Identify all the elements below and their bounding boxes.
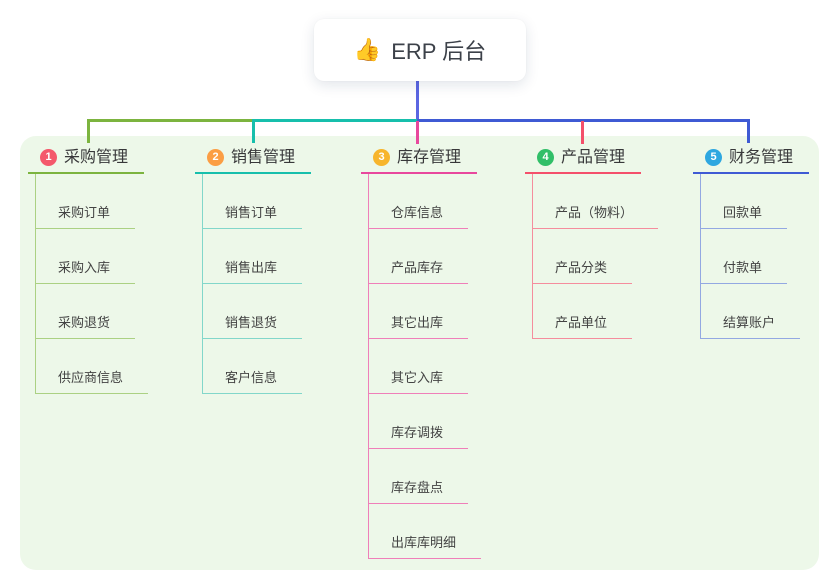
node-item[interactable]: 结算账户 [701, 312, 801, 339]
branch-sales: 2 销售管理 销售订单 销售出库 销售退货 客户信息 [195, 146, 312, 394]
branch-children: 销售订单 销售出库 销售退货 客户信息 [202, 174, 311, 394]
branch-number-badge: 4 [537, 149, 554, 166]
branch-inventory: 3 库存管理 仓库信息 产品库存 其它出库 其它入库 库存调拨 库存盘点 出库库… [361, 146, 482, 559]
node-item[interactable]: 产品分类 [533, 257, 633, 284]
connector-drop-product [581, 121, 584, 144]
root-stem-connector [416, 80, 419, 120]
connector-drop-purchase [87, 119, 90, 143]
branch-title: 财务管理 [729, 149, 794, 166]
node-item[interactable]: 销售退货 [203, 312, 303, 339]
node-item[interactable]: 仓库信息 [369, 202, 469, 229]
node-item[interactable]: 产品（物料） [533, 202, 659, 229]
node-item[interactable]: 其它出库 [369, 312, 469, 339]
node-item[interactable]: 库存盘点 [369, 477, 469, 504]
connector-drop-sales [252, 119, 255, 143]
branch-children: 仓库信息 产品库存 其它出库 其它入库 库存调拨 库存盘点 出库库明细 [368, 174, 482, 559]
connector-drop-inventory [416, 121, 419, 144]
node-item[interactable]: 库存调拨 [369, 422, 469, 449]
node-item[interactable]: 产品单位 [533, 312, 633, 339]
connector-drop-finance [747, 119, 750, 143]
node-item[interactable]: 采购订单 [36, 202, 136, 229]
branch-title: 销售管理 [231, 149, 296, 166]
connector-rail-purchase [87, 119, 254, 122]
node-item[interactable]: 客户信息 [203, 367, 303, 394]
node-item[interactable]: 供应商信息 [36, 367, 149, 394]
branch-finance: 5 财务管理 回款单 付款单 结算账户 [693, 146, 810, 339]
node-item[interactable]: 回款单 [701, 202, 788, 229]
branch-title: 采购管理 [64, 149, 129, 166]
branch-children: 产品（物料） 产品分类 产品单位 [532, 174, 659, 339]
connector-rail-sales [252, 119, 419, 122]
branch-number-badge: 5 [705, 149, 722, 166]
branch-title: 产品管理 [561, 149, 626, 166]
branch-header-sales[interactable]: 2 销售管理 [195, 146, 312, 174]
node-item[interactable]: 产品库存 [369, 257, 469, 284]
branch-title: 库存管理 [397, 149, 462, 166]
node-item[interactable]: 出库库明细 [369, 532, 482, 559]
branch-children: 采购订单 采购入库 采购退货 供应商信息 [35, 174, 149, 394]
branch-number-badge: 3 [373, 149, 390, 166]
root-node[interactable]: 👍 ERP 后台 [314, 19, 526, 81]
node-item[interactable]: 其它入库 [369, 367, 469, 394]
node-item[interactable]: 付款单 [701, 257, 788, 284]
branch-purchase: 1 采购管理 采购订单 采购入库 采购退货 供应商信息 [28, 146, 149, 394]
branch-children: 回款单 付款单 结算账户 [700, 174, 809, 339]
node-item[interactable]: 销售出库 [203, 257, 303, 284]
branch-header-inventory[interactable]: 3 库存管理 [361, 146, 478, 174]
branch-number-badge: 1 [40, 149, 57, 166]
branch-product: 4 产品管理 产品（物料） 产品分类 产品单位 [525, 146, 659, 339]
node-item[interactable]: 采购退货 [36, 312, 136, 339]
node-item[interactable]: 销售订单 [203, 202, 303, 229]
root-title: ERP 后台 [391, 39, 487, 64]
branch-header-purchase[interactable]: 1 采购管理 [28, 146, 145, 174]
node-item[interactable]: 采购入库 [36, 257, 136, 284]
mindmap-background-panel [20, 136, 819, 570]
branch-header-product[interactable]: 4 产品管理 [525, 146, 642, 174]
connector-rail-finance [417, 119, 750, 122]
branch-number-badge: 2 [207, 149, 224, 166]
thumbs-up-icon: 👍 [353, 37, 382, 62]
branch-header-finance[interactable]: 5 财务管理 [693, 146, 810, 174]
